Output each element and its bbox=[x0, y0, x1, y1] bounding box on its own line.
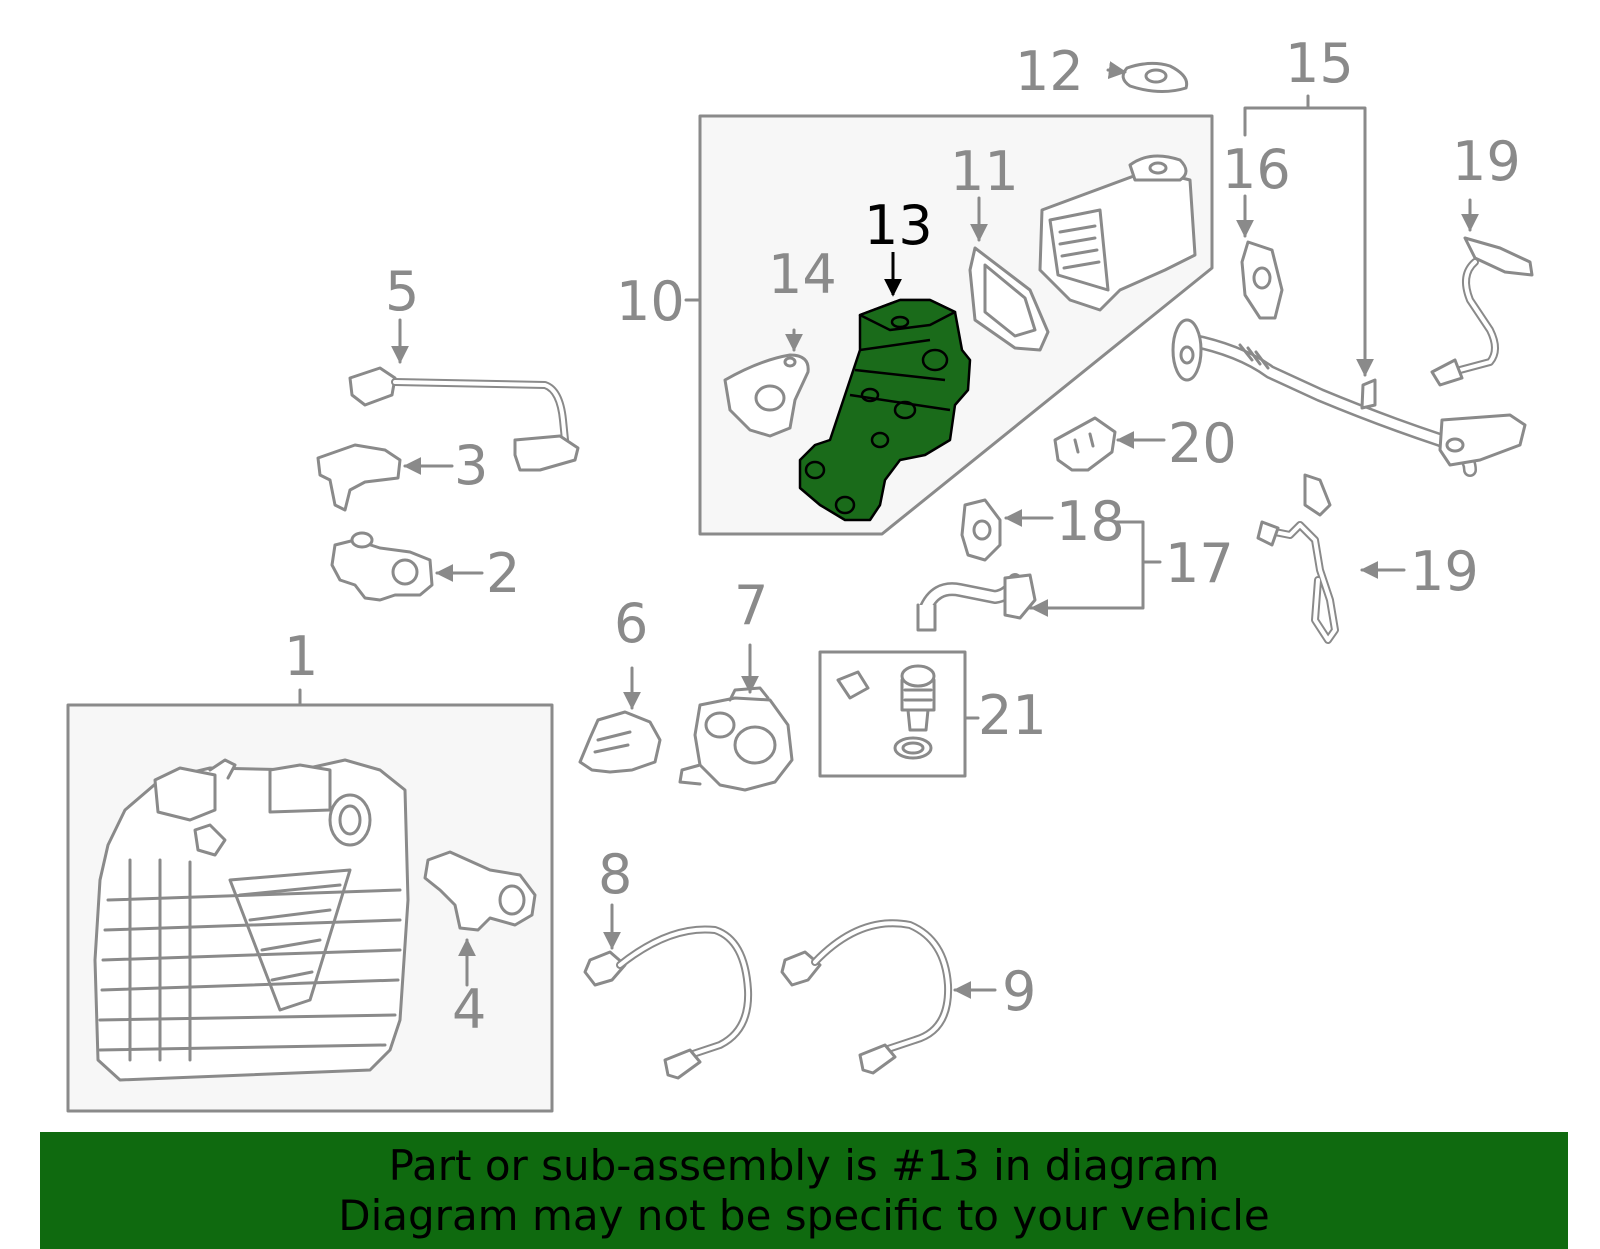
label-19-top: 19 bbox=[1452, 130, 1521, 193]
label-6: 6 bbox=[614, 592, 648, 655]
assembly-box-21 bbox=[818, 650, 967, 778]
label-14: 14 bbox=[768, 243, 837, 306]
banner-line-1: Part or sub-assembly is #13 in diagram bbox=[388, 1140, 1220, 1190]
label-8: 8 bbox=[598, 843, 632, 906]
part-16-gasket bbox=[1236, 194, 1284, 320]
label-12: 12 bbox=[1015, 40, 1084, 103]
part-18-gasket bbox=[960, 498, 1054, 562]
part-4-sensor bbox=[423, 850, 537, 987]
part-3-bracket bbox=[316, 443, 454, 512]
label-17: 17 bbox=[1165, 532, 1234, 595]
label-1: 1 bbox=[284, 625, 318, 688]
part-11-gasket bbox=[968, 196, 1050, 352]
part-12-gasket bbox=[1106, 61, 1189, 93]
label-21: 21 bbox=[978, 684, 1047, 747]
label-10: 10 bbox=[616, 270, 685, 333]
parts-diagram: 1 2 3 4 5 6 7 8 9 10 11 12 14 15 16 17 1… bbox=[66, 32, 1534, 1113]
part-2-solenoid bbox=[330, 531, 484, 602]
part-15-egr-pipe bbox=[1171, 94, 1527, 477]
label-3: 3 bbox=[454, 434, 488, 497]
label-5: 5 bbox=[385, 260, 419, 323]
part-19-sensor-bottom bbox=[1256, 473, 1406, 644]
label-2: 2 bbox=[486, 542, 520, 605]
part-14-gasket bbox=[723, 328, 810, 438]
label-4: 4 bbox=[452, 978, 486, 1041]
info-banner: Part or sub-assembly is #13 in diagram D… bbox=[40, 1132, 1568, 1249]
label-20: 20 bbox=[1168, 412, 1237, 475]
part-9-oxygen-sensor bbox=[780, 919, 997, 1075]
label-15: 15 bbox=[1285, 32, 1354, 95]
label-7: 7 bbox=[734, 574, 768, 637]
part-19-sensor-top bbox=[1430, 198, 1534, 387]
banner-line-2: Diagram may not be specific to your vehi… bbox=[338, 1190, 1270, 1240]
part-21-components bbox=[836, 664, 936, 760]
label-11: 11 bbox=[950, 140, 1019, 203]
label-13-highlighted: 13 bbox=[864, 194, 933, 257]
part-20-bracket bbox=[1053, 416, 1166, 472]
part-5-sensor bbox=[348, 318, 580, 472]
egr-cooler bbox=[1038, 154, 1197, 312]
part-6-connector bbox=[578, 666, 662, 774]
label-19-bottom: 19 bbox=[1410, 540, 1479, 603]
part-17-egr-tube bbox=[916, 520, 1162, 632]
label-9: 9 bbox=[1002, 960, 1036, 1023]
label-16: 16 bbox=[1222, 138, 1291, 201]
part-7-purge-valve bbox=[678, 643, 794, 792]
part-1-canister bbox=[93, 758, 410, 1082]
part-13-egr-valve bbox=[798, 298, 972, 522]
label-18: 18 bbox=[1056, 490, 1125, 553]
part-8-oxygen-sensor bbox=[583, 903, 753, 1080]
